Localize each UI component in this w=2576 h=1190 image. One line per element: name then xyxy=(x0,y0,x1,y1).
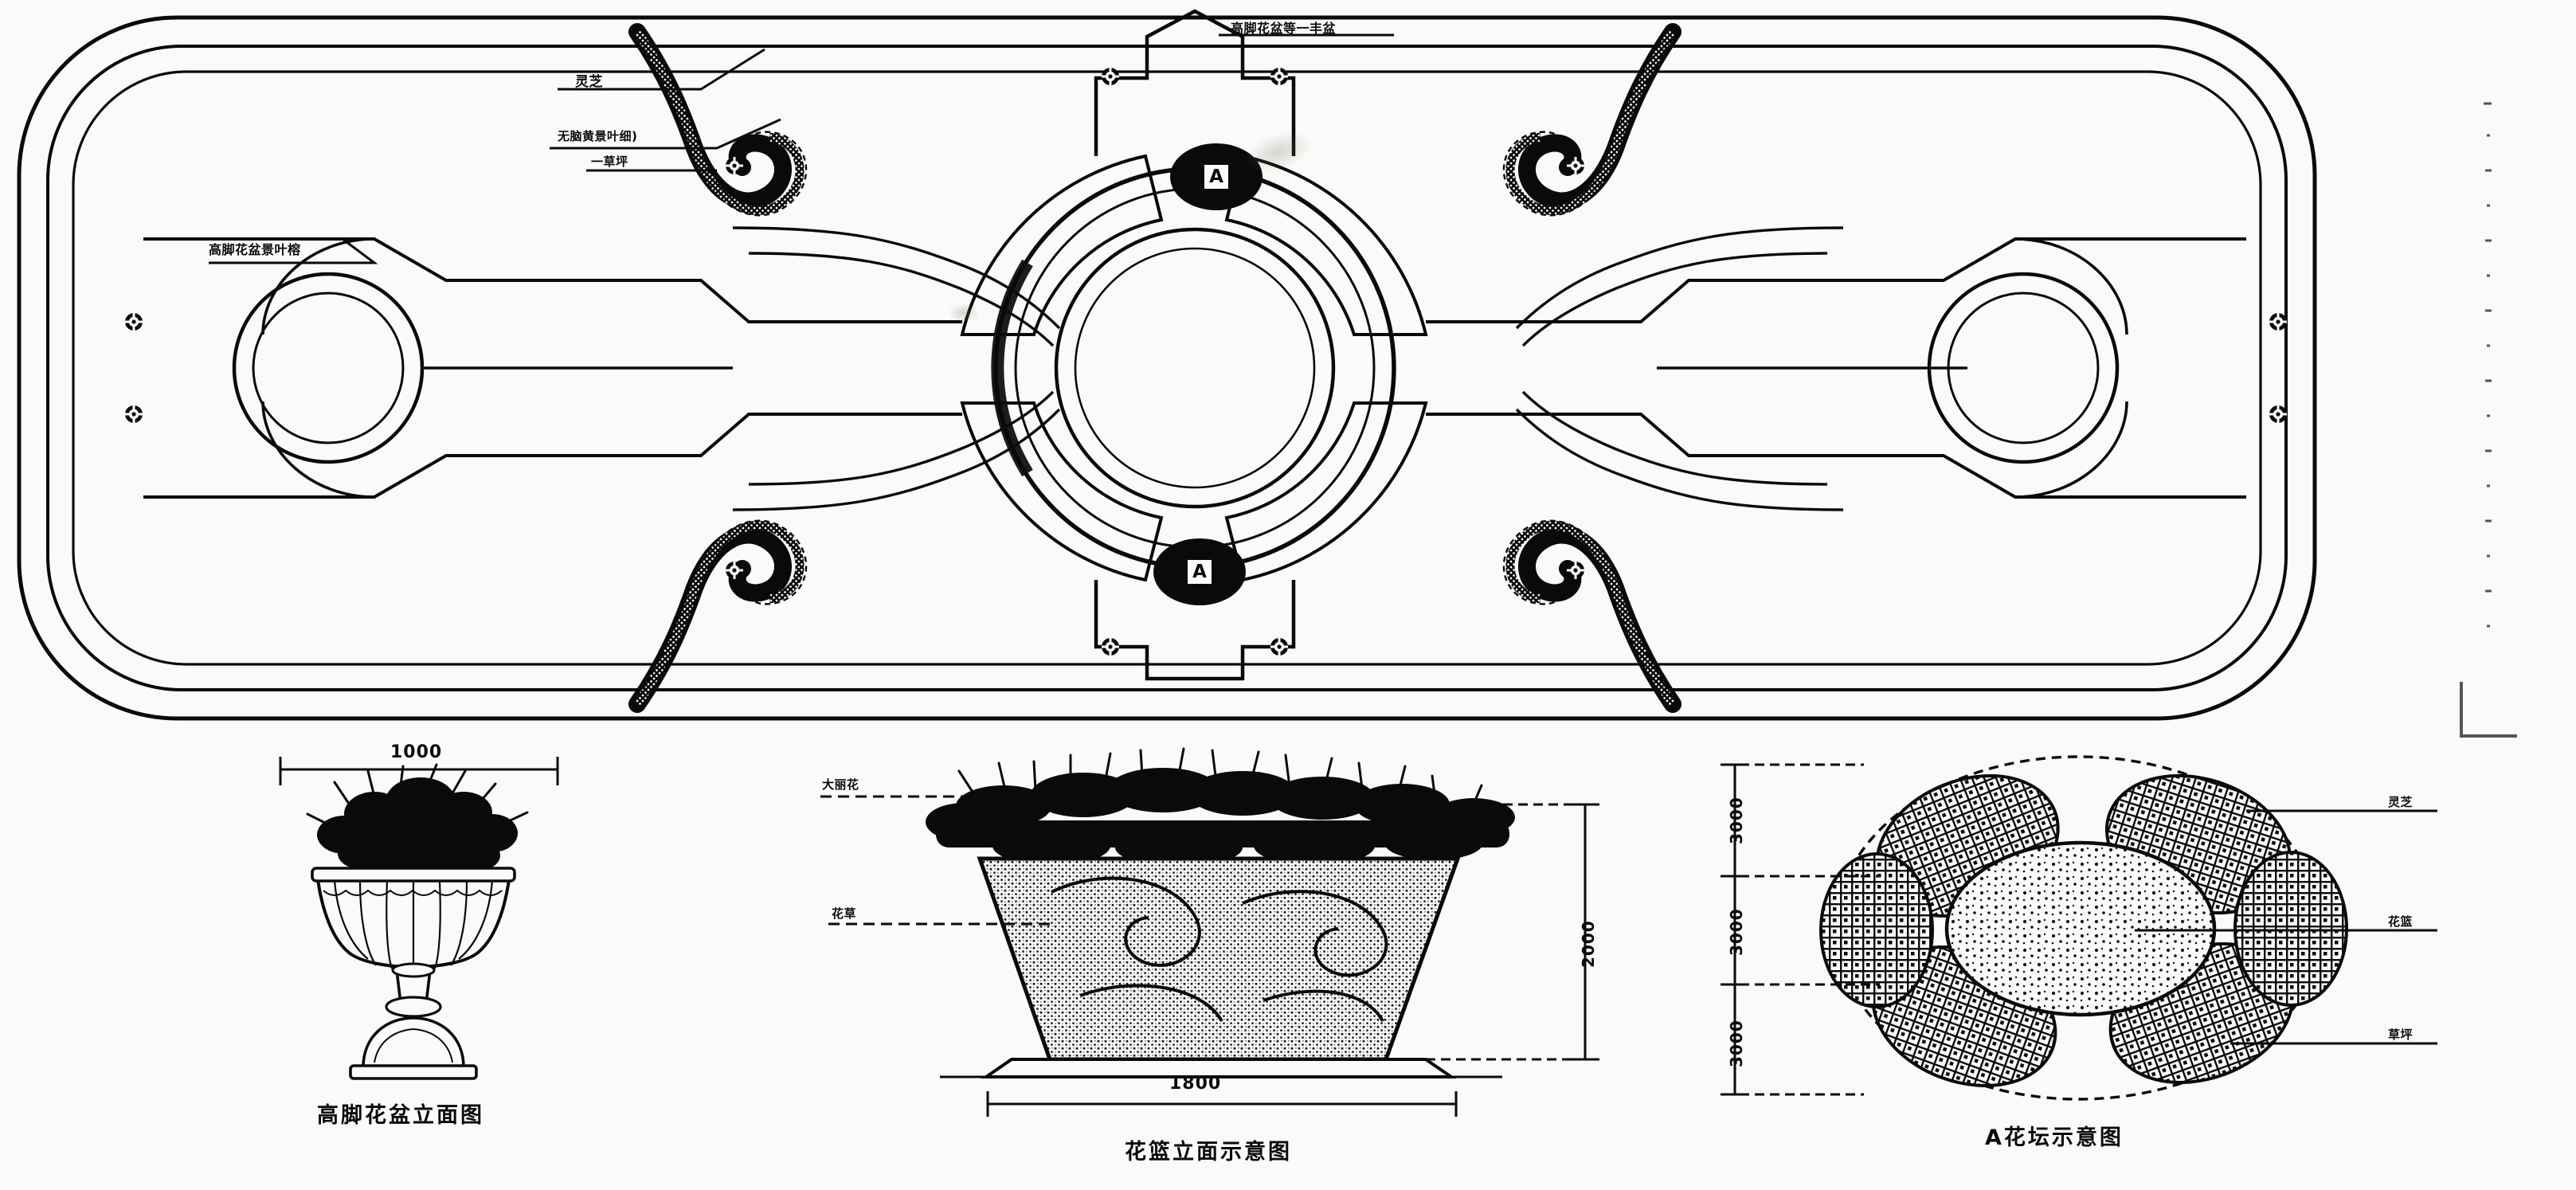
elevation-flower-basket xyxy=(820,747,1599,1117)
dimension-basket-height: 2000 xyxy=(1579,920,1598,968)
bed-plant-label-2: 花篮 xyxy=(2388,914,2414,929)
section-marker-a-south: A xyxy=(1153,538,1246,605)
section-marker-a-north: A xyxy=(1170,143,1263,210)
basket-label-top: 大丽花 xyxy=(822,777,859,792)
bed-plant-label-3: 草坪 xyxy=(2388,1028,2414,1042)
plan-callout-left-pot: 高脚花盆景叶榕 xyxy=(209,242,301,257)
caption-basket-elevation: 花篮立面示意图 xyxy=(1125,1140,1292,1165)
plan-callout-top-center: 高脚花盆等一丰盆 xyxy=(1231,21,1337,36)
caption-pot-elevation: 高脚花盆立面图 xyxy=(317,1103,484,1128)
dimension-bed-3: 3000 xyxy=(1727,1020,1746,1067)
bed-plant-label-1: 灵芝 xyxy=(2388,795,2414,809)
svg-text:A: A xyxy=(1209,166,1223,187)
dimension-bed-2: 3000 xyxy=(1727,908,1746,956)
svg-text:A: A xyxy=(1192,562,1207,582)
dimension-pot-width: 1000 xyxy=(390,742,443,762)
basket-label-mid: 花草 xyxy=(832,906,857,921)
lingzhi-motif-top-right xyxy=(1502,23,1681,217)
flowerbed-a-diagram xyxy=(1721,755,2437,1101)
caption-flowerbed-a: A花坛示意图 xyxy=(1985,1125,2124,1150)
elevation-high-footed-pot xyxy=(279,757,559,1080)
dimension-basket-bottom: 1800 xyxy=(1169,1074,1222,1094)
plan-callout-yicao: 一草坪 xyxy=(591,155,628,169)
edge-scale-ticks xyxy=(2460,102,2517,738)
plan-callout-lingzhi: 灵芝 xyxy=(575,74,603,90)
lingzhi-motif-bottom-right xyxy=(1502,519,1681,713)
lingzhi-motif-bottom-left xyxy=(628,519,808,713)
plan-callout-jinyenvzhen: 无脑黄景叶细) xyxy=(558,129,638,143)
dimension-bed-1: 3000 xyxy=(1727,797,1746,844)
lingzhi-motif-top-left xyxy=(628,23,808,217)
